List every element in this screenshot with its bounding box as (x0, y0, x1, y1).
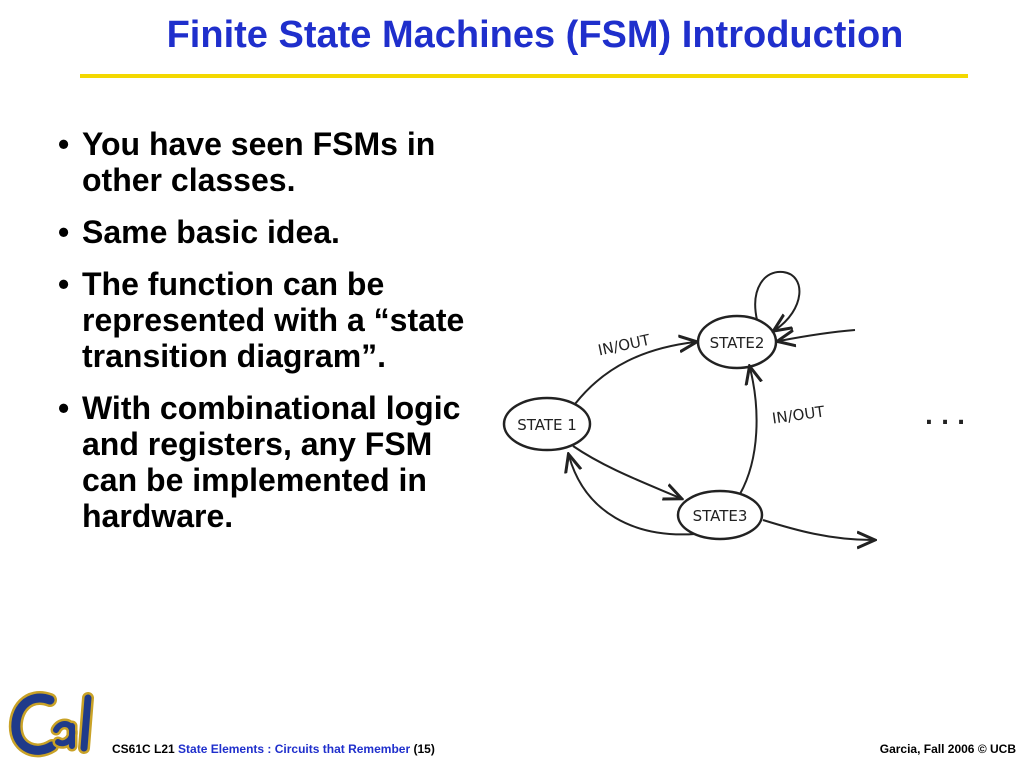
self-loop-2 (754, 270, 801, 330)
bullet-item: • Same basic idea. (58, 214, 340, 250)
state-transition-diagram: STATE 1 STATE2 STATE3 IN/OUT IN/OUT . . … (502, 270, 965, 563)
state-label-3: STATE3 (693, 507, 748, 525)
ellipsis-mark: . . . (925, 405, 965, 430)
bullet-text: The function can be represented with a “… (82, 266, 465, 374)
state-node-2: STATE2 (696, 314, 778, 370)
lecture-subject: State Elements : Circuits that Remember (178, 742, 411, 756)
transition-3-to-1 (569, 456, 696, 536)
slide-title: Finite State Machines (FSM) Introduction (166, 14, 904, 56)
state-label-2: STATE2 (710, 334, 765, 352)
footer-credit: Garcia, Fall 2006 © UCB (879, 742, 1016, 756)
bullet-list: • You have seen FSMs in other classes. •… (58, 126, 488, 550)
bullet-item: • You have seen FSMs in other classes. (58, 126, 436, 198)
transition-1-to-2 (574, 342, 695, 405)
incoming-arrow-2 (779, 330, 856, 341)
footer-course: CS61C L21 State Elements : Circuits that… (112, 742, 435, 756)
state-node-1: STATE 1 (502, 396, 592, 452)
outgoing-arrow-3 (762, 519, 873, 540)
cal-logo (8, 691, 94, 758)
state-label-1: STATE 1 (517, 416, 577, 434)
transition-3-to-2 (739, 368, 757, 495)
transition-label-1: IN/OUT (596, 331, 652, 360)
title-underline (80, 74, 968, 78)
course-code: CS61C L21 (112, 742, 175, 756)
bullet-item: • With combinational logic and registers… (58, 390, 461, 534)
bullet-item: • The function can be represented with a… (58, 266, 465, 374)
transition-label-2: IN/OUT (771, 402, 826, 427)
state-node-3: STATE3 (676, 489, 764, 541)
bullet-text: Same basic idea. (82, 214, 340, 250)
bullet-text: With combinational logic and registers, … (82, 390, 461, 534)
page-number: (15) (413, 742, 435, 756)
bullet-text: You have seen FSMs in other classes. (82, 126, 436, 198)
transition-1-to-3 (572, 445, 680, 498)
